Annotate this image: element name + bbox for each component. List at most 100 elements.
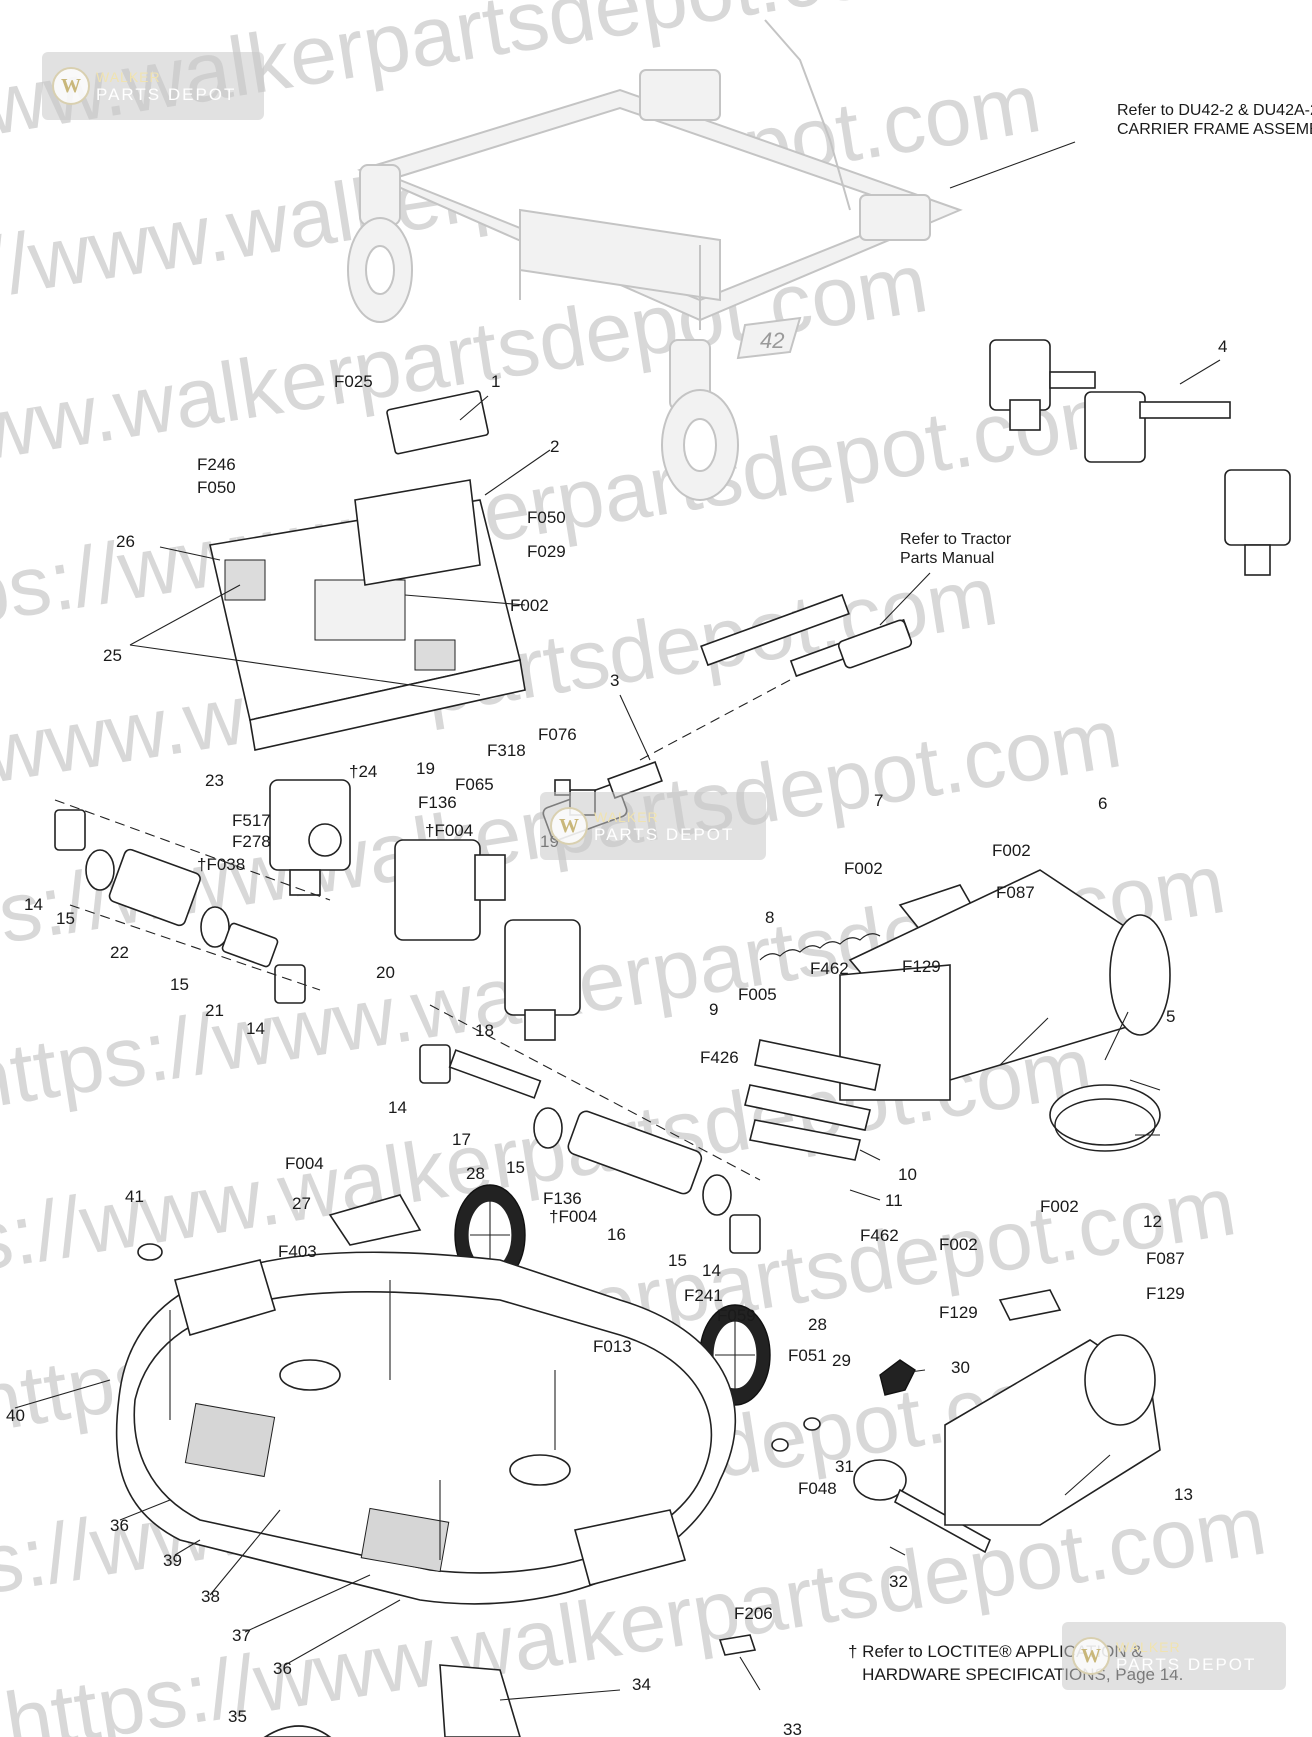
carrier-frame-ghost: 42 <box>347 19 963 501</box>
carrier-frame-note: Refer to DU42-2 & DU42A-2 CARRIER FRAME … <box>1117 102 1312 138</box>
washer-31 <box>803 1417 821 1431</box>
callout-label: 32 <box>889 1572 908 1591</box>
callout-label: †F004 <box>425 821 473 840</box>
watermark-logo-badge: W WALKER PARTS DEPOT <box>42 52 264 120</box>
callout-label: 33 <box>783 1720 802 1737</box>
callout-label: F025 <box>334 372 373 391</box>
callout-label: F050 <box>197 478 236 497</box>
callout-label: 36 <box>110 1516 129 1535</box>
tractor-manual-note: Refer to Tractor Parts Manual <box>900 531 1012 567</box>
callout-label: 41 <box>125 1187 144 1206</box>
knob-30 <box>879 1359 916 1396</box>
logo-bottom-text: PARTS DEPOT <box>594 825 735 844</box>
callout-label: 3 <box>610 671 619 690</box>
callout-label: F002 <box>1040 1197 1079 1216</box>
chute-band-5 <box>1049 1084 1161 1152</box>
callout-label: F002 <box>844 859 883 878</box>
callout-label: F426 <box>700 1048 739 1067</box>
lower-shaft-assembly <box>419 1004 761 1254</box>
callout-label: F136 <box>418 793 457 812</box>
callout-label: 25 <box>103 646 122 665</box>
callout-label: 19 <box>416 759 435 778</box>
callout-label: F005 <box>738 985 777 1004</box>
walker-logo-icon: W <box>550 807 588 845</box>
callout-label: F241 <box>684 1286 723 1305</box>
callout-label: 37 <box>232 1626 251 1645</box>
callout-label: 15 <box>170 975 189 994</box>
discharge-chute-13 <box>944 1334 1161 1526</box>
callout-label: 18 <box>475 1021 494 1040</box>
callout-label: 5 <box>1166 1007 1175 1026</box>
callout-label: 39 <box>163 1551 182 1570</box>
gearbox-assembly-4 <box>989 339 1291 576</box>
callout-label: F048 <box>798 1479 837 1498</box>
frame-size-badge: 42 <box>760 328 784 353</box>
washer-f048 <box>771 1438 789 1452</box>
callout-label: F002 <box>992 841 1031 860</box>
callout-label: 15 <box>506 1158 525 1177</box>
callout-label: 2 <box>550 437 559 456</box>
callout-label: 27 <box>292 1194 311 1213</box>
callout-label: F013 <box>593 1337 632 1356</box>
callout-label: 38 <box>201 1587 220 1606</box>
callout-label: 16 <box>607 1225 626 1244</box>
wrench-32 <box>853 1459 992 1554</box>
callout-label: †24 <box>349 762 377 781</box>
callout-label: 31 <box>835 1457 854 1476</box>
callout-label: 14 <box>24 895 43 914</box>
callout-label: F129 <box>902 957 941 976</box>
callout-label: 29 <box>832 1351 851 1370</box>
callout-label: 14 <box>702 1261 721 1280</box>
logo-top-text: WALKER <box>594 809 659 825</box>
callout-label: 11 <box>885 1191 903 1210</box>
mower-deck <box>115 1251 737 1605</box>
bracket-12 <box>998 1289 1062 1321</box>
callout-label: F462 <box>810 959 849 978</box>
callout-label: F246 <box>197 455 236 474</box>
callout-label: F076 <box>538 725 577 744</box>
callout-label: 10 <box>898 1165 917 1184</box>
callout-label: F517 <box>232 811 271 830</box>
callout-label: 22 <box>110 943 129 962</box>
callout-label: F029 <box>527 542 566 561</box>
callout-label: 12 <box>1143 1212 1162 1231</box>
leader-lines <box>14 141 1161 1701</box>
callout-labels: F025 1 2 F246 F050 26 F050 F029 F002 25 … <box>6 337 1227 1737</box>
bracket-27 <box>328 1194 422 1246</box>
callout-label: F129 <box>1146 1284 1185 1303</box>
callout-label: F206 <box>734 1604 773 1623</box>
callout-label: 14 <box>388 1098 407 1117</box>
baffle-34 <box>439 1664 521 1737</box>
gearbox-23-cluster <box>54 779 351 1004</box>
callout-label: 26 <box>116 532 135 551</box>
watermark-logo-badge: W WALKER PARTS DEPOT <box>1062 1622 1286 1690</box>
callout-label: F051 <box>788 1346 827 1365</box>
callout-label: 6 <box>1098 794 1107 813</box>
logo-bottom-text: PARTS DEPOT <box>96 85 237 104</box>
walker-logo-icon: W <box>52 67 90 105</box>
callout-label: 13 <box>1174 1485 1193 1504</box>
washer-41 <box>137 1243 163 1261</box>
callout-label: 35 <box>228 1707 247 1726</box>
callout-label: 7 <box>874 791 883 810</box>
callout-label: 15 <box>56 909 75 928</box>
logo-top-text: WALKER <box>96 69 161 85</box>
callout-label: F065 <box>455 775 494 794</box>
callout-label: 36 <box>273 1659 292 1678</box>
callout-label: F136 <box>543 1189 582 1208</box>
callout-label: F462 <box>860 1226 899 1245</box>
callout-label: F318 <box>487 741 526 760</box>
hinge-plates <box>744 1039 881 1161</box>
gearbox-20-18 <box>394 779 596 1041</box>
callout-label: †F038 <box>197 855 245 874</box>
callout-label: F059 <box>717 1306 756 1325</box>
callout-label: 15 <box>668 1251 687 1270</box>
callout-label: 1 <box>491 372 500 391</box>
callout-label: F002 <box>510 596 549 615</box>
callout-label: F004 <box>285 1154 324 1173</box>
deck-shield-26 <box>209 390 526 751</box>
callout-label: 28 <box>808 1315 827 1334</box>
callout-label: F087 <box>1146 1249 1185 1268</box>
